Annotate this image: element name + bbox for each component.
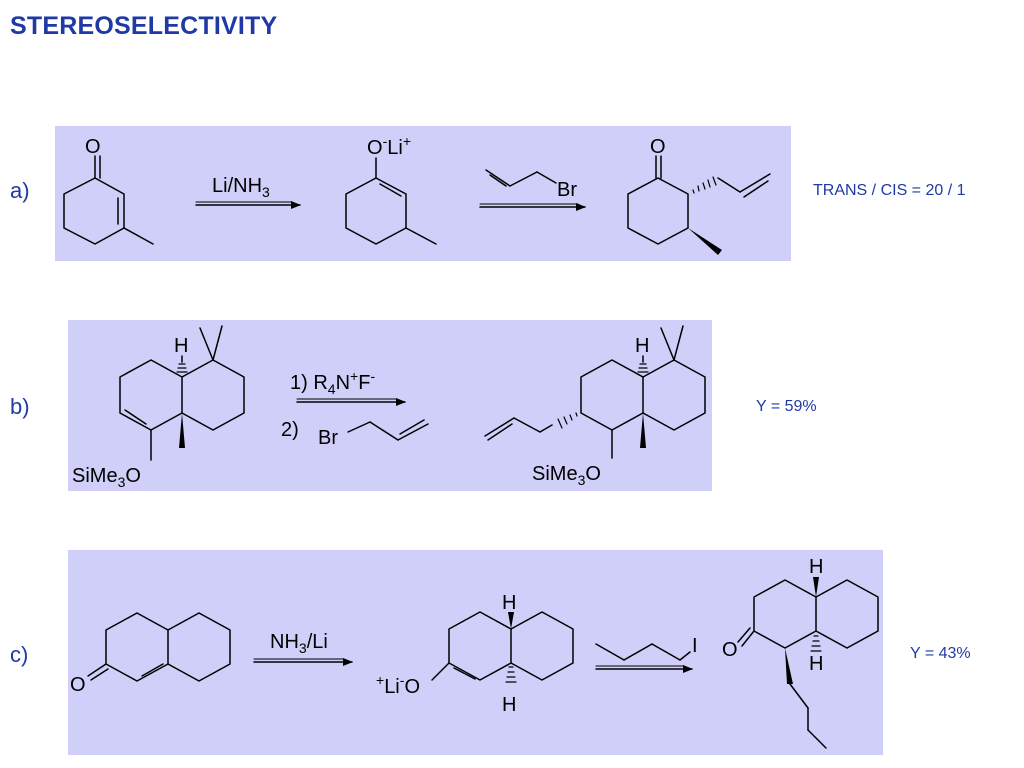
reagent-li-nh3: Li/NH3 [212,175,270,200]
enolate-label-c: +Li-O [376,672,420,698]
enone-structure-a [63,155,154,245]
wedge-h-c2-top [508,612,514,629]
methyl-wedge-b1 [179,413,185,448]
ketone-oxygen-c3: O [722,639,738,661]
row-label-b: b) [10,394,30,419]
enolate-structure-a [345,157,437,245]
h-label-b1: H [174,335,188,357]
yield-c: Y = 43% [910,645,971,662]
h-label-c3-top: H [809,556,823,578]
allyl-bromide-a [485,169,557,187]
reagent-step1: 1) R4N+F- [290,368,375,397]
allyl-bromide-b [347,419,429,441]
butyl-iodide-c [595,643,691,661]
ketone-oxygen-c1: O [70,674,86,696]
octalone-structure-c [87,612,231,682]
product-structure-c [737,579,879,749]
yield-b: Y = 59% [756,398,817,415]
wedge-h-c3-top [813,577,819,597]
silyl-ether-label-b1: SiMe3O [72,465,141,490]
h-label-c2-bottom: H [502,694,516,716]
trans-cis-ratio: TRANS / CIS = 20 / 1 [813,182,966,199]
wedge-butyl-c3 [785,648,793,684]
product-structure-a [627,155,771,245]
row-label-a: a) [10,178,30,203]
silyl-enol-ether-structure-b [119,325,245,461]
reagent-nh3-li: NH3/Li [270,631,328,656]
silyl-ether-label-b2: SiMe3O [532,463,601,488]
reaction-panel-c [68,550,883,755]
page-title: STEREOSELECTIVITY [10,12,278,40]
reaction-panel-b [68,320,712,491]
hashed-h-c2-bottom [505,666,517,683]
reagent-step2: 2) [281,419,299,441]
enolate-label-a: O-Li+ [367,133,411,159]
h-label-c3-bottom: H [809,653,823,675]
h-label-c2-top: H [502,592,516,614]
row-label-c: c) [10,642,29,667]
wedge-bond-a [688,228,722,255]
iodine-label-c: I [692,635,698,657]
h-label-b2: H [635,335,649,357]
methyl-wedge-b2 [640,413,646,448]
enolate-structure-c [431,611,574,681]
product-structure-b [484,325,706,459]
hashed-h-c3-bottom [810,635,822,652]
ketone-oxygen-a3: O [650,136,666,158]
bromine-label-b: Br [318,427,338,449]
bromine-label-a: Br [557,179,577,201]
ketone-oxygen-a1: O [85,136,101,158]
